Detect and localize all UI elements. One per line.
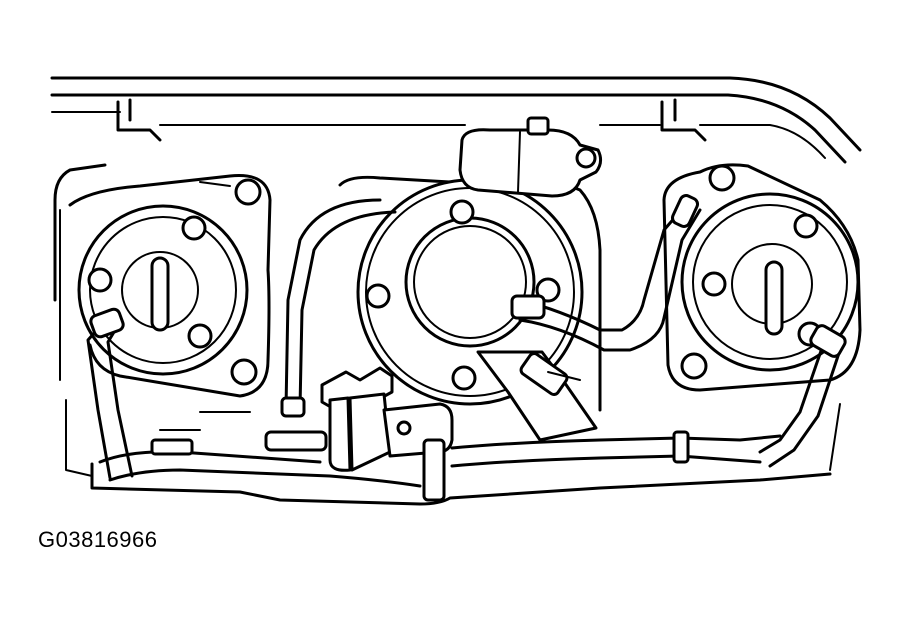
throttle-bolt-bottom bbox=[451, 365, 477, 391]
right-port-bolt-2 bbox=[701, 271, 727, 297]
throttle-body bbox=[338, 175, 602, 412]
base-bracket bbox=[65, 399, 841, 506]
right-plate-stud-bottom bbox=[680, 352, 708, 380]
left-plate-stud-top bbox=[234, 178, 262, 206]
left-port-bolt-3 bbox=[187, 323, 213, 349]
right-rail-bracket bbox=[660, 98, 707, 142]
throttle-bore bbox=[404, 216, 536, 348]
vacuum-hose-left bbox=[86, 307, 134, 480]
vacuum-hose-right bbox=[510, 194, 702, 352]
throttle-bolt-left bbox=[365, 283, 391, 309]
left-rail-bracket bbox=[116, 98, 162, 142]
map-sensor bbox=[458, 116, 603, 198]
left-injector-port-inner bbox=[89, 216, 237, 364]
left-port-bolt-1 bbox=[181, 215, 207, 241]
center-tube bbox=[280, 198, 397, 418]
left-injector-body bbox=[150, 256, 170, 332]
left-port-bolt-2 bbox=[87, 267, 113, 293]
right-mount-plate bbox=[662, 163, 862, 392]
lower-hose-run bbox=[98, 430, 782, 488]
coolant-elbow-pipe bbox=[476, 350, 598, 442]
right-plate-stud-top bbox=[708, 164, 736, 192]
left-mount-plate bbox=[68, 174, 272, 398]
upper-frame-rails bbox=[50, 76, 862, 381]
vacuum-hose-right-lower bbox=[758, 324, 847, 468]
figure-id-label: G03816966 bbox=[38, 527, 158, 552]
right-injector-port-inner bbox=[692, 204, 848, 360]
right-port-bolt-1 bbox=[793, 213, 819, 239]
throttle-bolt-right bbox=[535, 277, 561, 303]
left-plate-stud-bottom bbox=[230, 358, 258, 386]
vacuum-switching-valve bbox=[264, 366, 454, 502]
throttle-bolt-top bbox=[449, 199, 475, 225]
right-injector-body bbox=[764, 260, 784, 336]
